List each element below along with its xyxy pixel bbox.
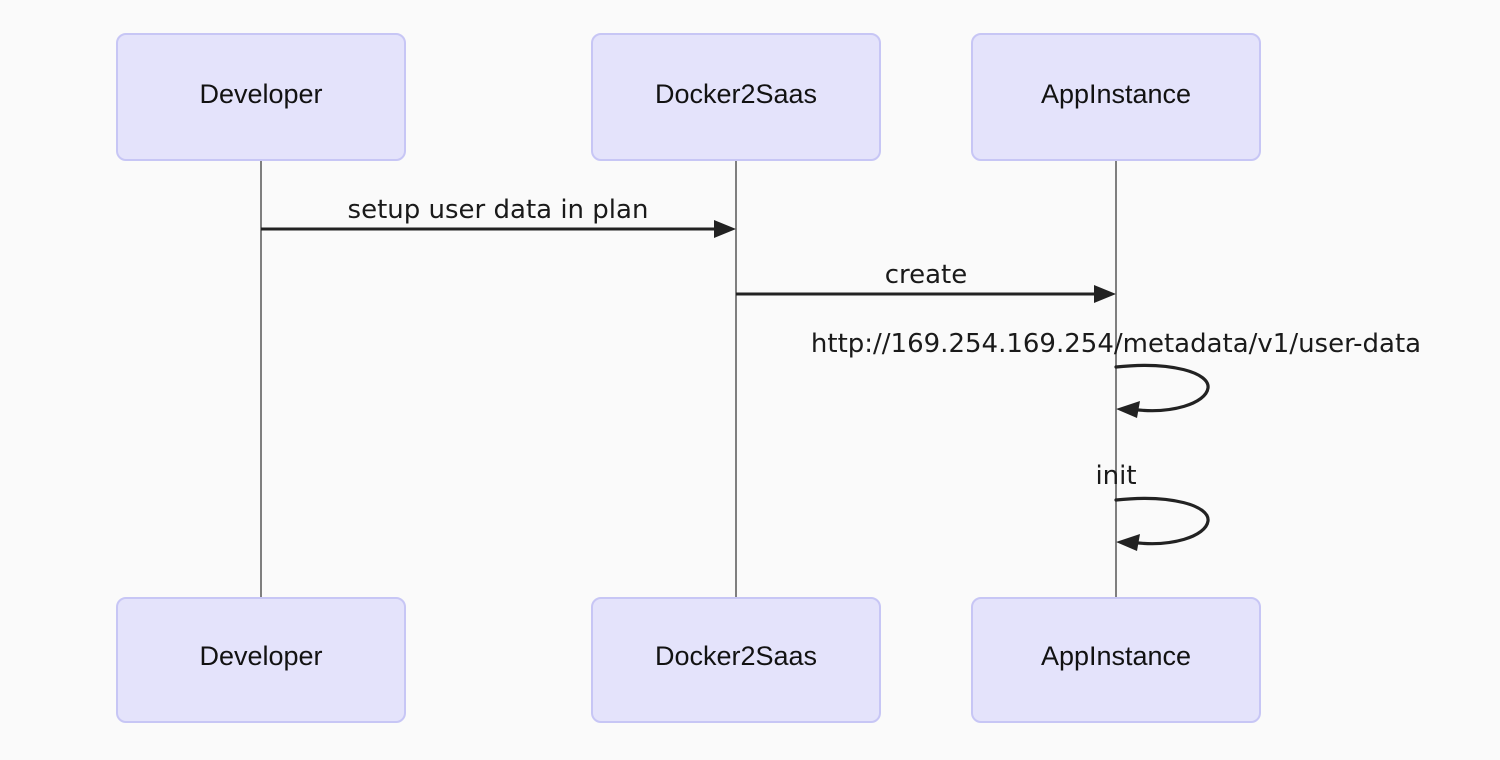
message-setup-user-data[interactable]: setup user data in plan <box>261 195 736 238</box>
message-label-create: create <box>885 260 968 290</box>
actor-box-developer-bottom[interactable]: Developer <box>116 597 406 723</box>
message-init[interactable]: init <box>1095 461 1210 551</box>
arrow-head-icon <box>1116 534 1140 551</box>
actor-box-docker2saas-bottom[interactable]: Docker2Saas <box>591 597 881 723</box>
actor-box-appinstance-bottom[interactable]: AppInstance <box>971 597 1261 723</box>
self-loop-path <box>1114 496 1210 546</box>
actor-box-rect[interactable] <box>971 597 1261 723</box>
actor-box-rect[interactable] <box>116 33 406 161</box>
actor-boxes-bottom: Developer Docker2Saas AppInstance <box>116 597 1261 723</box>
actor-box-docker2saas-top[interactable]: Docker2Saas <box>591 33 881 161</box>
self-loop-path <box>1114 363 1210 413</box>
actor-boxes-top: Developer Docker2Saas AppInstance <box>116 33 1261 161</box>
message-metadata-url[interactable]: http://169.254.169.254/metadata/v1/user-… <box>811 329 1421 418</box>
actor-label-developer-bottom: Developer <box>199 641 322 671</box>
actor-box-appinstance-top[interactable]: AppInstance <box>971 33 1261 161</box>
message-label-setup-user-data: setup user data in plan <box>348 195 649 225</box>
arrow-head-icon <box>714 220 736 238</box>
lifelines-group <box>260 160 1117 598</box>
actor-label-docker2saas-top: Docker2Saas <box>655 79 817 109</box>
message-create[interactable]: create <box>736 260 1116 303</box>
actor-box-rect[interactable] <box>591 597 881 723</box>
actor-label-appinstance-bottom: AppInstance <box>1041 641 1191 671</box>
message-label-metadata-url: http://169.254.169.254/metadata/v1/user-… <box>811 329 1421 359</box>
message-label-init: init <box>1095 461 1136 491</box>
actor-box-rect[interactable] <box>971 33 1261 161</box>
arrow-head-icon <box>1094 285 1116 303</box>
actor-box-developer-top[interactable]: Developer <box>116 33 406 161</box>
actor-label-docker2saas-bottom: Docker2Saas <box>655 641 817 671</box>
arrow-head-icon <box>1116 401 1140 418</box>
actor-label-developer-top: Developer <box>199 79 322 109</box>
actor-box-rect[interactable] <box>116 597 406 723</box>
actor-label-appinstance-top: AppInstance <box>1041 79 1191 109</box>
actor-box-rect[interactable] <box>591 33 881 161</box>
